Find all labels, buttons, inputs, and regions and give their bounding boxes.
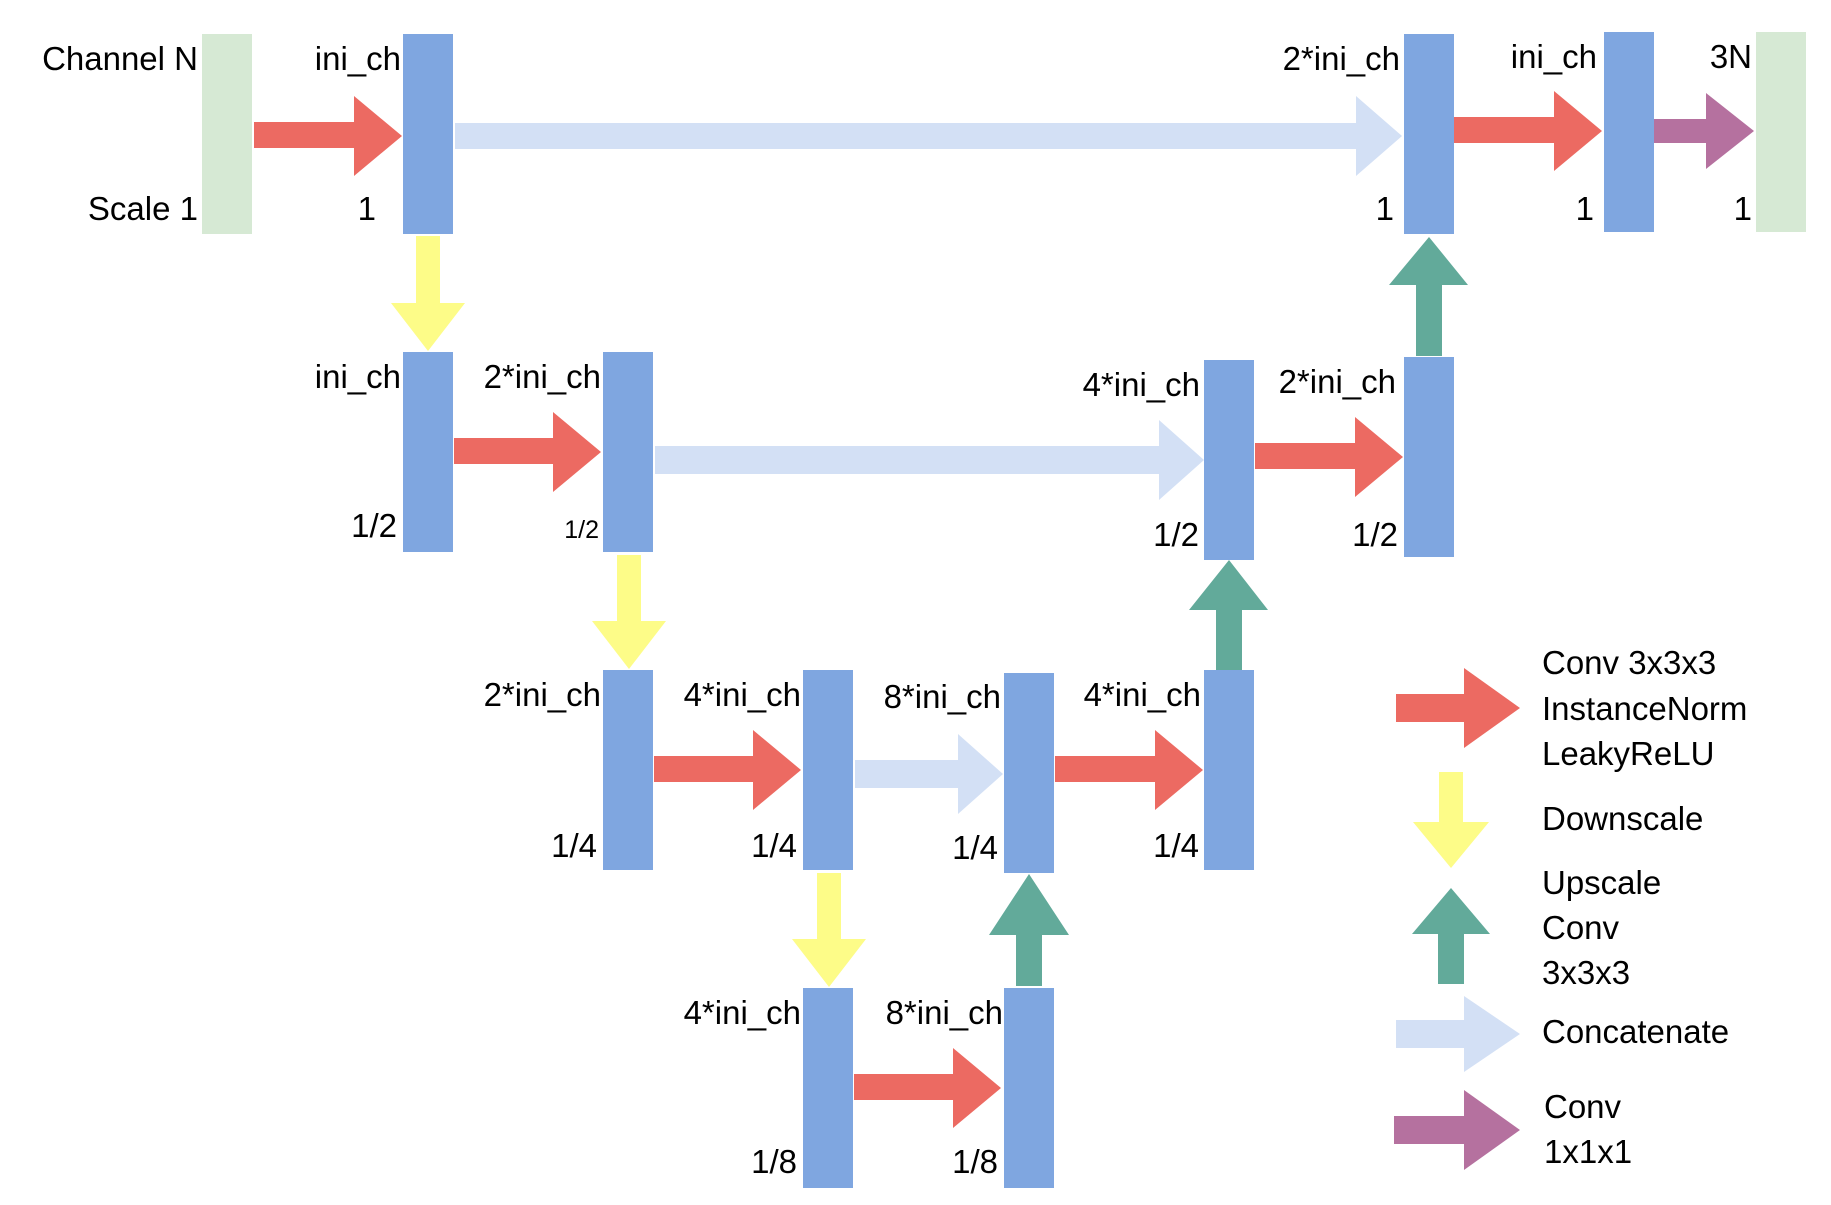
block-b4a-channels: 4*ini_ch [684, 994, 801, 1031]
block-d1a-channels: 2*ini_ch [1283, 40, 1400, 77]
conv1x1x1-arrow-output [1654, 93, 1754, 169]
block-d1a [1404, 34, 1454, 234]
block-d3a-channels: 8*ini_ch [884, 678, 1001, 715]
block-e2a [403, 352, 453, 552]
output-channel-label: 3N [1710, 38, 1752, 75]
block-d2b-channels: 2*ini_ch [1279, 363, 1396, 400]
block-d2a [1204, 360, 1254, 560]
output-volume [1756, 32, 1806, 232]
upscale-arrow-2 [1189, 560, 1268, 673]
legend-conv-line-3: LeakyReLU [1542, 735, 1714, 772]
input-scale-label: Scale 1 [88, 190, 198, 227]
block-e3b-scale: 1/4 [751, 827, 797, 864]
legend: Conv 3x3x3 InstanceNorm LeakyReLU Downsc… [1394, 644, 1747, 1170]
block-e1a-channels: ini_ch [315, 40, 401, 77]
block-d2a-channels: 4*ini_ch [1083, 366, 1200, 403]
concat-arrow-scale-1 [455, 96, 1402, 176]
block-d3a [1004, 673, 1054, 873]
block-e3b [803, 670, 853, 870]
block-e1a [403, 34, 453, 234]
block-d3a-scale: 1/4 [952, 829, 998, 866]
block-d1a-scale: 1 [1376, 190, 1394, 227]
block-e2b [603, 352, 653, 552]
conv-arrow-b4 [854, 1048, 1001, 1128]
legend-conv1x1x1-line-2: 1x1x1 [1544, 1133, 1632, 1170]
block-e3a-channels: 2*ini_ch [484, 676, 601, 713]
legend-concatenate-label: Concatenate [1542, 1013, 1729, 1050]
conv-arrow-input [254, 96, 402, 176]
block-d3b-channels: 4*ini_ch [1084, 676, 1201, 713]
block-b4b [1004, 988, 1054, 1188]
legend-conv1x1x1-line-1: Conv [1544, 1088, 1622, 1125]
legend-conv-line-1: Conv 3x3x3 [1542, 644, 1716, 681]
block-b4b-scale: 1/8 [952, 1143, 998, 1180]
downscale-arrow-3 [792, 873, 866, 987]
legend-upscale-line-2: Conv [1542, 909, 1620, 946]
legend-conv-arrow [1396, 668, 1520, 748]
block-b4a [803, 988, 853, 1188]
legend-downscale-arrow [1413, 772, 1489, 868]
block-e3a-scale: 1/4 [551, 827, 597, 864]
upscale-arrow-3 [1389, 237, 1468, 356]
concat-arrow-scale-1-2 [655, 420, 1204, 500]
block-d3b [1204, 670, 1254, 870]
block-e2b-scale: 1/2 [564, 516, 599, 544]
legend-concatenate-arrow [1396, 996, 1520, 1072]
block-e3b-channels: 4*ini_ch [684, 676, 801, 713]
legend-conv1x1x1-arrow [1394, 1090, 1520, 1170]
upscale-arrow-1 [989, 874, 1069, 986]
legend-conv-line-2: InstanceNorm [1542, 690, 1747, 727]
block-e2a-channels: ini_ch [315, 358, 401, 395]
output-scale-label: 1 [1734, 190, 1752, 227]
legend-upscale-arrow [1412, 888, 1490, 984]
conv-arrow-d2 [1255, 417, 1403, 497]
downscale-arrow-2 [592, 555, 666, 669]
legend-upscale-line-1: Upscale [1542, 864, 1661, 901]
block-d2a-scale: 1/2 [1153, 516, 1199, 553]
block-e3a [603, 670, 653, 870]
block-d2b-scale: 1/2 [1352, 516, 1398, 553]
block-e2a-scale: 1/2 [351, 507, 397, 544]
block-b4b-channels: 8*ini_ch [886, 994, 1003, 1031]
block-e1a-scale: 1 [358, 190, 376, 227]
input-volume [202, 34, 252, 234]
conv-arrow-d3 [1055, 730, 1203, 810]
conv-arrow-d1 [1454, 91, 1602, 171]
block-d1b-channels: ini_ch [1511, 38, 1597, 75]
input-channel-label: Channel N [42, 40, 198, 77]
legend-upscale-line-3: 3x3x3 [1542, 954, 1630, 991]
conv-arrow-e2 [454, 412, 601, 492]
conv-arrow-e3 [654, 730, 801, 810]
block-d1b [1604, 32, 1654, 232]
block-e2b-channels: 2*ini_ch [484, 358, 601, 395]
concat-arrow-scale-1-4 [855, 734, 1003, 814]
block-d2b [1404, 357, 1454, 557]
block-b4a-scale: 1/8 [751, 1143, 797, 1180]
downscale-arrow-1 [391, 236, 465, 351]
legend-downscale-label: Downscale [1542, 800, 1703, 837]
block-d1b-scale: 1 [1576, 190, 1594, 227]
block-d3b-scale: 1/4 [1153, 827, 1199, 864]
